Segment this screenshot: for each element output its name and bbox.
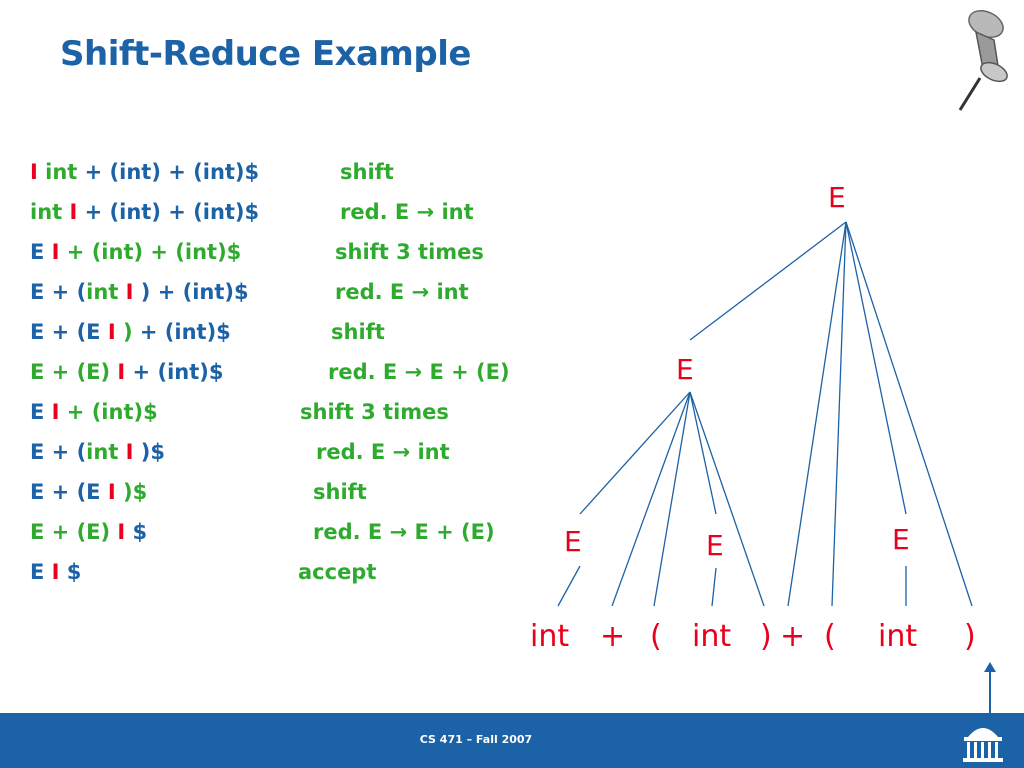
- cursor-marker: I: [107, 320, 116, 344]
- trace-token: E + (E: [30, 480, 108, 504]
- trace-token: + (int) + (int)$: [59, 240, 242, 264]
- tree-edge: [579, 391, 691, 515]
- trace-row-action: red. E → E + (E): [313, 520, 495, 544]
- trace-row-action: red. E → E + (E): [328, 360, 510, 384]
- tree-leaf: +: [780, 619, 806, 654]
- cursor-marker: I: [107, 480, 116, 504]
- trace-token: E + (E): [30, 360, 118, 384]
- trace-token: + (int)$: [125, 360, 224, 384]
- pushpin-icon: [958, 9, 1008, 111]
- tree-node-left-e: E: [564, 525, 582, 558]
- tree-leaf: +: [600, 619, 626, 654]
- cursor-marker: I: [125, 280, 134, 304]
- parse-tree: [557, 221, 973, 607]
- trace-token: E: [30, 240, 52, 264]
- tree-edge: [845, 221, 973, 607]
- trace-token: + (int)$: [132, 320, 231, 344]
- trace-row-string: I int + (int) + (int)$: [30, 157, 259, 187]
- trace-row-string: E + (E I ) + (int)$: [30, 317, 231, 347]
- tree-leaf: int: [692, 619, 732, 654]
- footer-bar: CS 471 – Fall 2007: [0, 713, 1024, 768]
- trace-row-string: E I $: [30, 557, 81, 587]
- trace-row-action: red. E → int: [340, 200, 474, 224]
- tree-edge: [845, 221, 907, 515]
- tree-edge: [787, 221, 847, 607]
- tree-node-mid-e: E: [676, 353, 694, 386]
- tree-leaf: ): [760, 619, 772, 654]
- trace-token: int: [86, 440, 126, 464]
- cursor-marker: I: [51, 400, 60, 424]
- tree-leaf: int: [530, 619, 570, 654]
- trace-row-action: accept: [298, 560, 377, 584]
- trace-token: ): [115, 320, 133, 344]
- tree-node-right-e: E: [892, 523, 910, 556]
- shift-reduce-trace: I int + (int) + (int)$ shift int I + (int)…: [30, 0, 590, 600]
- cursor-marker: I: [125, 440, 134, 464]
- tree-edge: [611, 391, 691, 607]
- trace-token: )$: [115, 480, 148, 504]
- trace-row-action: shift 3 times: [300, 400, 449, 424]
- tree-edge: [711, 567, 717, 607]
- tree-node-root-e: E: [828, 181, 846, 214]
- trace-row-string: E I + (int)$: [30, 397, 158, 427]
- trace-token: $: [59, 560, 82, 584]
- trace-row-string: E + (int I ) + (int)$: [30, 277, 249, 307]
- trace-row-string: E + (E I )$: [30, 477, 147, 507]
- trace-token: E + (: [30, 440, 87, 464]
- up-arrow-icon: [984, 662, 996, 718]
- trace-row-action: shift 3 times: [335, 240, 484, 264]
- cursor-marker: I: [30, 160, 38, 184]
- trace-token: int: [86, 280, 126, 304]
- trace-token: int: [37, 160, 78, 184]
- trace-row-action: red. E → int: [335, 280, 469, 304]
- tree-edge: [557, 565, 581, 607]
- trace-token: + (int)$: [59, 400, 158, 424]
- cursor-marker: I: [117, 520, 126, 544]
- tree-leaf: int: [878, 619, 918, 654]
- tree-edge: [689, 391, 717, 515]
- tree-edge: [689, 221, 847, 341]
- tree-edge: [831, 221, 847, 607]
- tree-edge: [653, 391, 691, 607]
- cursor-marker: I: [117, 360, 126, 384]
- trace-token: E + (: [30, 280, 87, 304]
- trace-row-action: shift: [331, 320, 385, 344]
- trace-row-action: shift: [313, 480, 367, 504]
- university-building-logo: [963, 728, 1003, 762]
- footer-text: CS 471 – Fall 2007: [419, 733, 533, 746]
- trace-row-string: int I + (int) + (int)$: [30, 197, 259, 227]
- trace-row-string: E + (E) I + (int)$: [30, 357, 223, 387]
- tree-edge: [689, 391, 765, 607]
- trace-token: E + (E: [30, 320, 108, 344]
- trace-row-action: shift: [340, 160, 394, 184]
- slide-title: Shift-Reduce Example: [60, 34, 471, 74]
- trace-token: E: [30, 400, 52, 424]
- tree-leaf: ): [964, 619, 976, 654]
- trace-row-string: E + (int I )$: [30, 437, 165, 467]
- cursor-marker: I: [51, 240, 60, 264]
- cursor-marker: I: [51, 560, 60, 584]
- trace-row-action: red. E → int: [316, 440, 450, 464]
- trace-token: ) + (int)$: [133, 280, 249, 304]
- trace-token: + (int) + (int)$: [77, 200, 260, 224]
- trace-token: $: [125, 520, 148, 544]
- tree-leaf: (: [824, 619, 836, 654]
- trace-row-string: E + (E) I $: [30, 517, 147, 547]
- trace-token: E: [30, 560, 52, 584]
- trace-token: int: [30, 200, 70, 224]
- trace-token: )$: [133, 440, 166, 464]
- trace-row-string: E I + (int) + (int)$: [30, 237, 241, 267]
- tree-leaf: (: [650, 619, 662, 654]
- cursor-marker: I: [69, 200, 78, 224]
- tree-node-inner-e: E: [706, 529, 724, 562]
- trace-token: E + (E): [30, 520, 118, 544]
- trace-token: + (int) + (int)$: [77, 160, 260, 184]
